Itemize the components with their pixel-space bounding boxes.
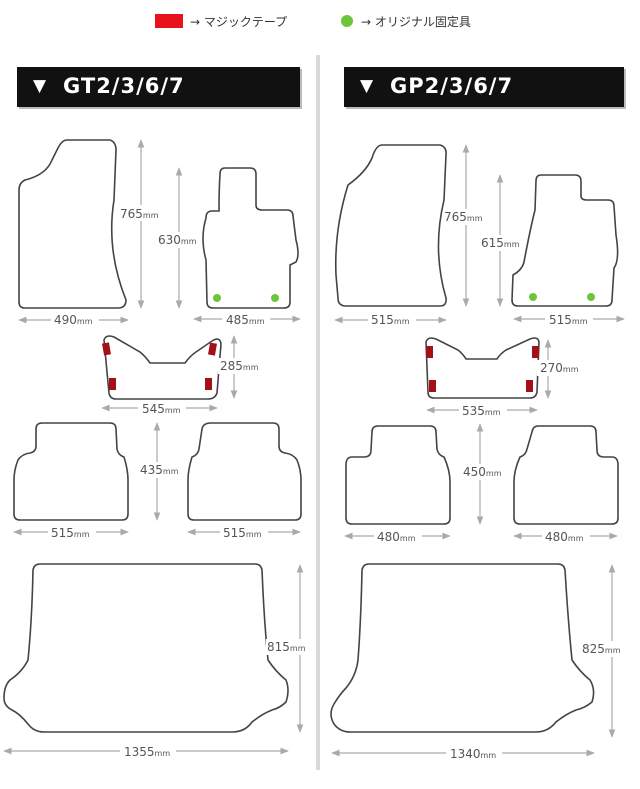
svg-text:435mm: 435mm (140, 463, 179, 477)
svg-text:825mm: 825mm (582, 642, 621, 656)
svg-text:490mm: 490mm (54, 313, 93, 327)
magic-tape-marker (102, 342, 111, 356)
fixer-legend-dot (341, 15, 353, 27)
svg-text:615mm: 615mm (481, 236, 520, 250)
column-divider (316, 55, 320, 770)
right-front-passenger-mat (511, 174, 619, 307)
left-rear-height: 435 (140, 463, 163, 477)
magic-tape-legend-label: → マジックテープ (190, 15, 288, 29)
right-rear-left-width: 480 (377, 530, 400, 544)
svg-text:450mm: 450mm (463, 465, 502, 479)
svg-text:270mm: 270mm (540, 361, 579, 375)
magic-tape-marker (208, 342, 217, 356)
fixer-dot (529, 293, 537, 301)
left-model-title: GT2/3/6/7 (63, 74, 185, 98)
right-luggage-width: 1340 (450, 747, 481, 761)
svg-text:765mm: 765mm (120, 207, 159, 221)
magic-tape-marker (526, 380, 533, 392)
fixer-dot (587, 293, 595, 301)
left-front-passenger-height: 630 (158, 233, 181, 247)
svg-text:285mm: 285mm (220, 359, 259, 373)
left-rear-left-mat (13, 422, 129, 521)
svg-text:480mm: 480mm (377, 530, 416, 544)
right-model-banner: ▼ GP2/3/6/7 (344, 67, 624, 107)
svg-text:1340mm: 1340mm (450, 747, 496, 761)
right-luggage-mat (330, 563, 595, 733)
svg-text:535mm: 535mm (462, 404, 501, 418)
right-center-height: 270 (540, 361, 563, 375)
left-luggage-width: 1355 (124, 745, 155, 759)
right-front-driver-width: 515 (371, 313, 394, 327)
right-model-title: GP2/3/6/7 (390, 74, 514, 98)
left-rear-right-mat (187, 422, 302, 521)
right-rear-right-width: 480 (545, 530, 568, 544)
left-front-driver-width: 490 (54, 313, 77, 327)
svg-text:485mm: 485mm (226, 313, 265, 327)
fixer-legend-label: → オリジナル固定具 (361, 15, 471, 29)
left-front-passenger-width: 485 (226, 313, 249, 327)
svg-text:545mm: 545mm (142, 402, 181, 416)
svg-text:765mm: 765mm (444, 210, 483, 224)
fixer-dot (213, 294, 221, 302)
svg-text:515mm: 515mm (549, 313, 588, 327)
legend: → マジックテープ → オリジナル固定具 (0, 12, 640, 32)
left-center-height: 285 (220, 359, 243, 373)
left-front-driver-height: 765 (120, 207, 143, 221)
right-rear-right-mat (513, 425, 619, 525)
right-front-driver-height: 765 (444, 210, 467, 224)
right-rear-left-mat (345, 425, 451, 525)
left-front-passenger-mat (202, 167, 299, 309)
right-rear-height: 450 (463, 465, 486, 479)
left-center-mat (103, 335, 222, 400)
right-front-passenger-height: 615 (481, 236, 504, 250)
magic-tape-marker (426, 346, 433, 358)
right-front-passenger-width: 515 (549, 313, 572, 327)
left-center-width: 545 (142, 402, 165, 416)
left-luggage-height: 815 (267, 640, 290, 654)
left-luggage-mat (3, 563, 289, 733)
magic-tape-marker (532, 346, 539, 358)
right-front-driver-mat (334, 144, 447, 307)
left-model-banner: ▼ GT2/3/6/7 (17, 67, 300, 107)
right-center-width: 535 (462, 404, 485, 418)
fixer-dot (271, 294, 279, 302)
svg-text:480mm: 480mm (545, 530, 584, 544)
magic-tape-swatch (155, 14, 183, 28)
left-rear-left-width: 515 (51, 526, 74, 540)
magic-tape-marker (205, 378, 212, 390)
right-center-mat (425, 337, 540, 399)
down-triangle-icon: ▼ (360, 76, 374, 96)
svg-text:515mm: 515mm (51, 526, 90, 540)
svg-text:515mm: 515mm (371, 313, 410, 327)
right-luggage-height: 825 (582, 642, 605, 656)
left-front-driver-mat (18, 139, 127, 309)
svg-text:815mm: 815mm (267, 640, 306, 654)
magic-tape-marker (109, 378, 116, 390)
left-rear-right-width: 515 (223, 526, 246, 540)
svg-text:515mm: 515mm (223, 526, 262, 540)
svg-text:630mm: 630mm (158, 233, 197, 247)
magic-tape-marker (429, 380, 436, 392)
right-column: 765mm 515mm 615mm 515mm 270mm 535mm 450m… (330, 144, 630, 761)
svg-text:1355mm: 1355mm (124, 745, 170, 759)
left-column: 765mm 490mm 630mm 485mm 285mm 545mm 435m… (3, 139, 312, 759)
down-triangle-icon: ▼ (33, 76, 47, 96)
